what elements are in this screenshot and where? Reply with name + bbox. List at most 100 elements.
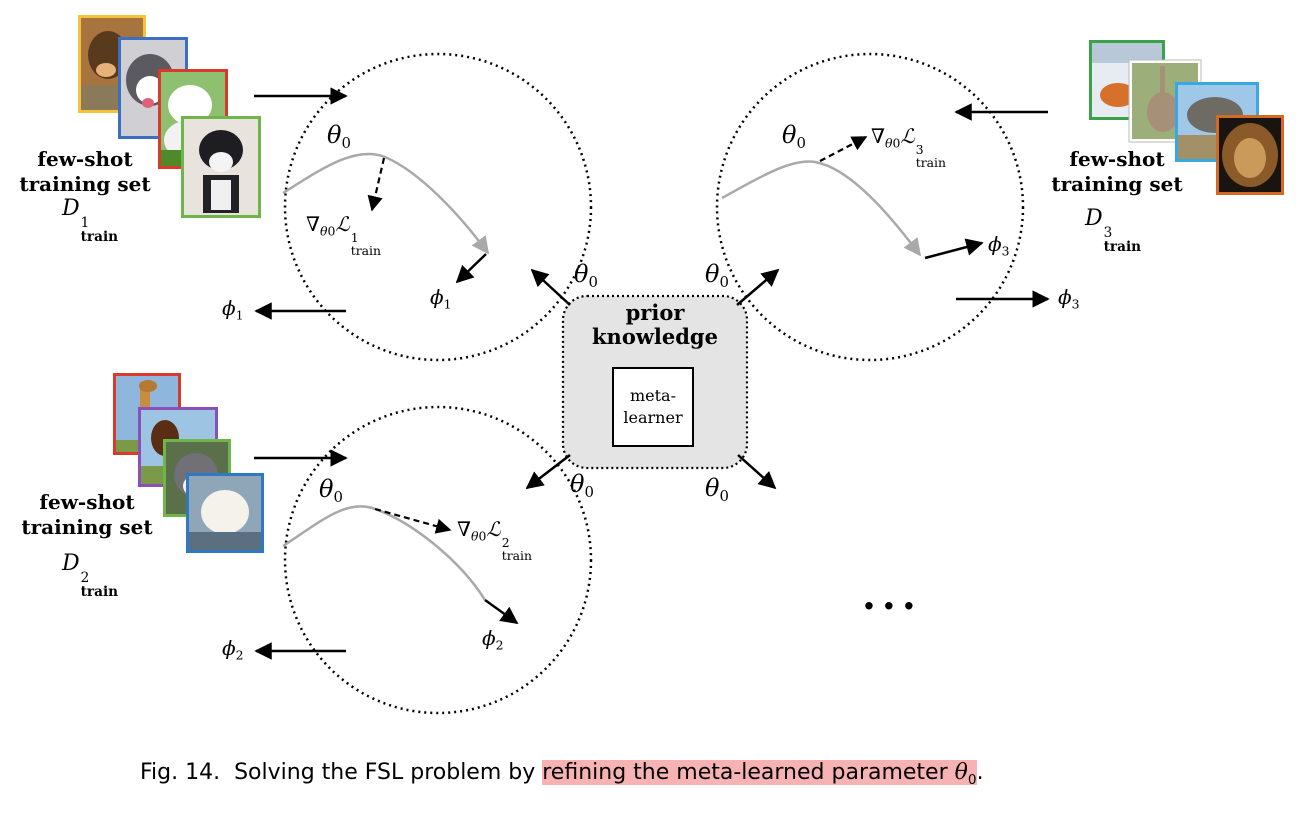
prior-theta-top-right-symbol: θ [705, 260, 720, 288]
task3-dataset-sup: 3 [1103, 225, 1113, 242]
task1-loss-sup: 1 [350, 230, 359, 245]
prior-theta-bottom-right-symbol: θ [705, 474, 720, 502]
task3-set-label: few-shot training set [1042, 147, 1192, 197]
meta-learner-line2: learner [623, 408, 683, 427]
task2-phi-arrow [484, 598, 519, 625]
task3-dataset-sub: train [1103, 239, 1142, 256]
meta-learner-box: meta- learner [612, 367, 694, 447]
task2-image-stack [113, 373, 264, 553]
task2-loss: ℒ [486, 517, 501, 541]
prior-theta-top-left-symbol: θ [574, 260, 589, 288]
prior-theta-top-right-sub: 0 [719, 273, 729, 292]
malamute-image [181, 116, 261, 218]
prior-theta-top-left-sub: 0 [588, 273, 598, 292]
lion-image [1216, 115, 1284, 195]
task1-grad-sub-zero: 0 [327, 223, 336, 239]
task2-phi-symbol: ϕ [482, 626, 496, 650]
task2-set-label-line2: training set [21, 515, 153, 539]
task2-phi-in-circle: ϕ2 [482, 626, 504, 652]
prior-theta-bottom-left-sub: 0 [584, 483, 594, 502]
task1-set-label: few-shot training set [10, 147, 160, 197]
task1-image-stack [78, 15, 261, 218]
caption-highlight: refining the meta-learned parameter θ0 [542, 760, 977, 788]
task3-phi-output-sub: 3 [1071, 296, 1080, 312]
task2-loss-sup: 2 [501, 535, 510, 550]
prior-theta-bottom-right-sub: 0 [719, 487, 729, 506]
task3-loss: ℒ [900, 124, 915, 148]
task1-loss-sub: train [350, 243, 381, 259]
task2-dataset-letter: D [62, 551, 80, 576]
task3-set-label-line1: few-shot [1069, 147, 1165, 171]
prior-theta-top-right: θ0 [705, 260, 729, 291]
task1-phi-output-sub: 1 [235, 307, 244, 323]
task2-grad-sub-zero: 0 [478, 528, 487, 544]
task3-phi-symbol: ϕ [988, 232, 1002, 256]
task3-set-label-line2: training set [1051, 172, 1183, 196]
prior-to-task1-arrow [530, 268, 571, 306]
task2-grad-sub-theta: θ [470, 528, 479, 544]
prior-title-line2: knowledge [592, 324, 718, 349]
prior-title-line1: prior [625, 300, 685, 325]
task1-set-label-line2: training set [19, 172, 151, 196]
task2-set-label-line1: few-shot [39, 490, 135, 514]
meta-learner-line1: meta- [629, 386, 676, 405]
prior-to-more-tasks-arrow [737, 454, 777, 490]
task2-theta-sub: 0 [333, 488, 343, 507]
task3-theta-symbol: θ [782, 121, 797, 149]
task1-grad-sub-theta: θ [319, 223, 328, 239]
task3-gradient-arrow [819, 136, 868, 162]
task3-dataset-letter: D [1085, 206, 1103, 231]
task1-trajectory [282, 152, 490, 255]
task3-phi-arrow [924, 238, 984, 260]
task3-loss-sub: train [915, 155, 946, 171]
task3-loss-sup: 3 [915, 142, 924, 157]
task3-phi-output: ϕ3 [1058, 285, 1080, 311]
prior-knowledge-title: prior knowledge [563, 301, 747, 349]
task2-trajectory [282, 505, 487, 601]
task1-nabla: ∇ [306, 212, 320, 236]
caption-theta: θ [954, 760, 968, 785]
task2-theta-symbol: θ [319, 475, 334, 503]
prior-theta-top-left: θ0 [574, 260, 598, 291]
task2-phi-output: ϕ2 [222, 636, 244, 662]
task2-nabla: ∇ [457, 517, 471, 541]
task2-gradient-arrow [374, 507, 452, 534]
task2-phi-output-sub: 2 [235, 647, 244, 663]
task3-phi-output-symbol: ϕ [1058, 285, 1072, 309]
task1-dataset-sub: train [80, 229, 119, 246]
task1-phi-in-circle: ϕ1 [430, 285, 452, 311]
prior-theta-bottom-left-symbol: θ [570, 470, 585, 498]
task1-theta-symbol: θ [327, 121, 342, 149]
task3-circle [715, 52, 1025, 362]
task1-loss: ℒ [335, 212, 350, 236]
task3-theta-label: θ0 [782, 121, 806, 152]
task1-theta-label: θ0 [327, 121, 351, 152]
caption-theta-sub: 0 [967, 771, 977, 788]
task3-phi-sub: 3 [1001, 243, 1010, 259]
task1-set-label-line1: few-shot [37, 147, 133, 171]
prior-to-task3-arrow [736, 268, 780, 306]
task3-grad-sub-theta: θ [884, 135, 893, 151]
task1-phi-arrow [455, 253, 487, 284]
task1-phi-symbol: ϕ [430, 285, 444, 309]
more-tasks-ellipsis: ... [862, 572, 922, 619]
prior-theta-bottom-left: θ0 [570, 470, 594, 501]
task2-circle [283, 405, 593, 715]
task3-nabla: ∇ [871, 124, 885, 148]
task2-set-label: few-shot training set [12, 490, 162, 540]
task1-phi-output-symbol: ϕ [222, 296, 236, 320]
caption-suffix: . [976, 760, 984, 785]
task3-phi-in-circle: ϕ3 [988, 232, 1010, 258]
task3-image-stack [1089, 40, 1284, 195]
task1-gradient-arrow [367, 157, 386, 212]
task2-dataset-sub: train [80, 584, 119, 601]
caption-highlight-text: refining the meta-learned parameter [542, 760, 955, 785]
task3-theta-sub: 0 [796, 134, 806, 153]
task1-phi-output: ϕ1 [222, 296, 244, 322]
